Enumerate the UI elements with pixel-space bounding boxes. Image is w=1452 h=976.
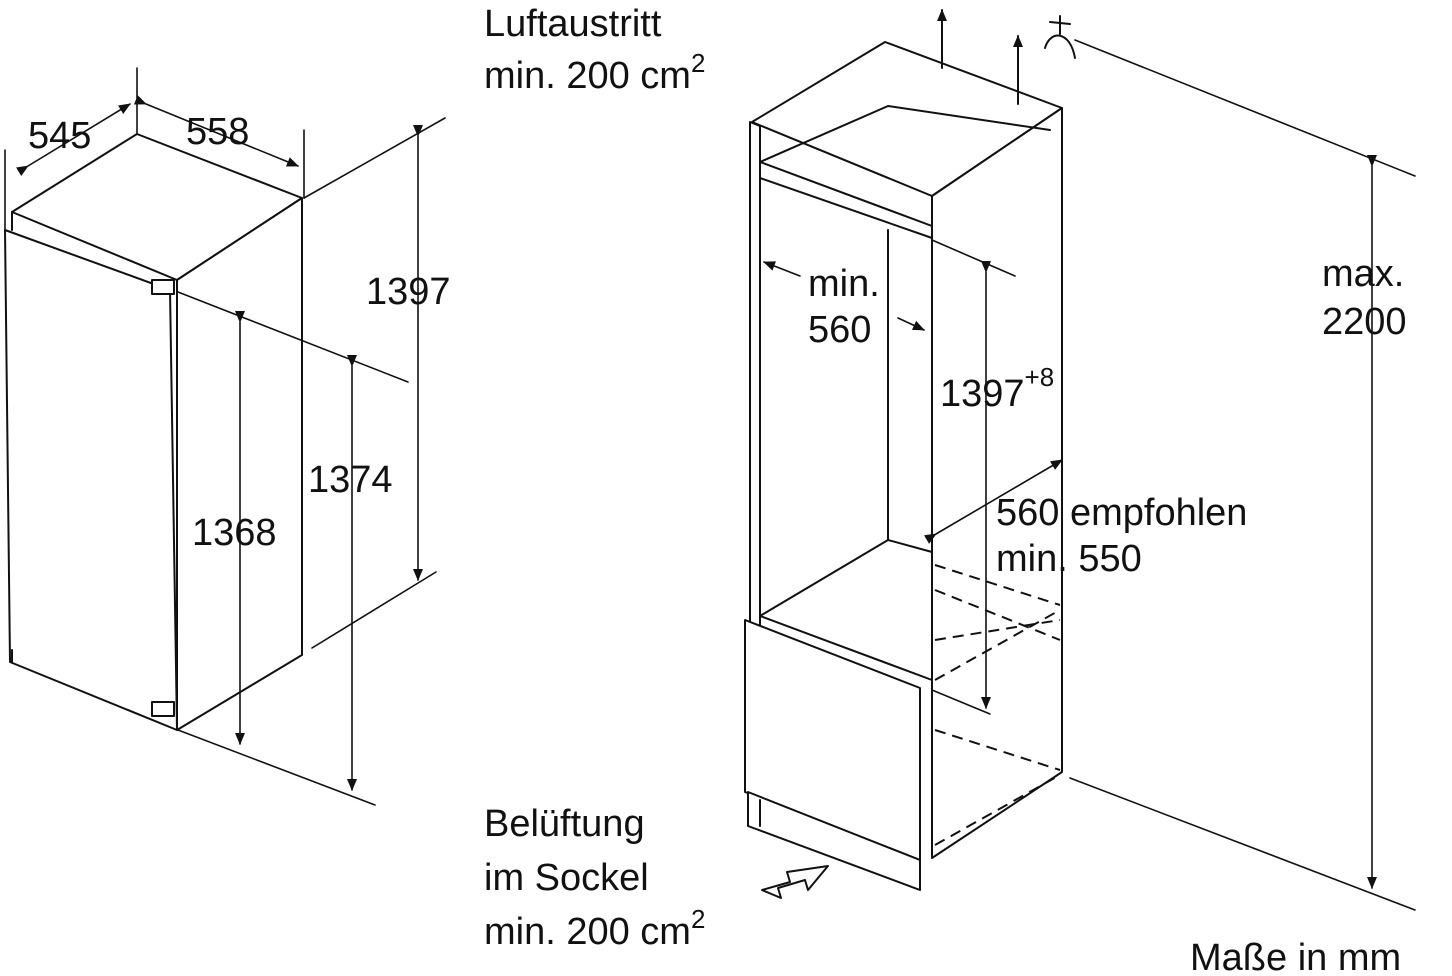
air-inlet-arrow — [761, 865, 829, 899]
appliance-width-label: 545 — [28, 115, 91, 157]
appliance-drawing — [4, 67, 446, 806]
min-width-arrow-right — [897, 317, 925, 331]
door-hinge-bottom — [151, 701, 175, 717]
outlet-label-line2: min. 200 cm2 — [484, 48, 705, 97]
appliance-side-height-label: 1374 — [308, 459, 393, 501]
niche-depth-line2: min. 550 — [996, 538, 1142, 580]
labels: 545 558 1397 1374 1368 Luftaustritt min.… — [28, 3, 1407, 976]
appliance-door-front — [4, 229, 178, 731]
niche-height-label: 1397+8 — [940, 362, 1054, 415]
inlet-label-line1: Belüftung — [484, 803, 645, 845]
outlet-label-line1: Luftaustritt — [484, 3, 662, 45]
niche-min-width-line2: 560 — [808, 309, 871, 351]
units-note: Maße in mm — [1190, 937, 1401, 976]
niche-depth-line1: 560 empfohlen — [996, 492, 1247, 534]
inlet-label-line2: im Sockel — [484, 857, 649, 899]
niche-depth-dimension-line — [923, 459, 1063, 544]
width-dimension-line — [16, 103, 131, 176]
niche-min-width-line1: min. — [808, 263, 880, 305]
min-width-arrow-left — [763, 261, 801, 277]
appliance-total-height-label: 1397 — [366, 271, 451, 313]
ceiling-symbol-icon — [1044, 15, 1076, 59]
plinth — [747, 791, 921, 891]
max-height-line1: max. — [1322, 253, 1404, 295]
max-height-line2: 2200 — [1322, 301, 1407, 343]
appliance-front-height-label: 1368 — [192, 512, 277, 554]
appliance-depth-label: 558 — [186, 111, 249, 153]
niche-side-panel — [931, 107, 1063, 859]
depth-dimension-line — [133, 95, 299, 167]
inlet-label-line3: min. 200 cm2 — [484, 904, 705, 953]
door-hinge-top — [151, 279, 175, 295]
niche-drawing — [744, 9, 1416, 911]
